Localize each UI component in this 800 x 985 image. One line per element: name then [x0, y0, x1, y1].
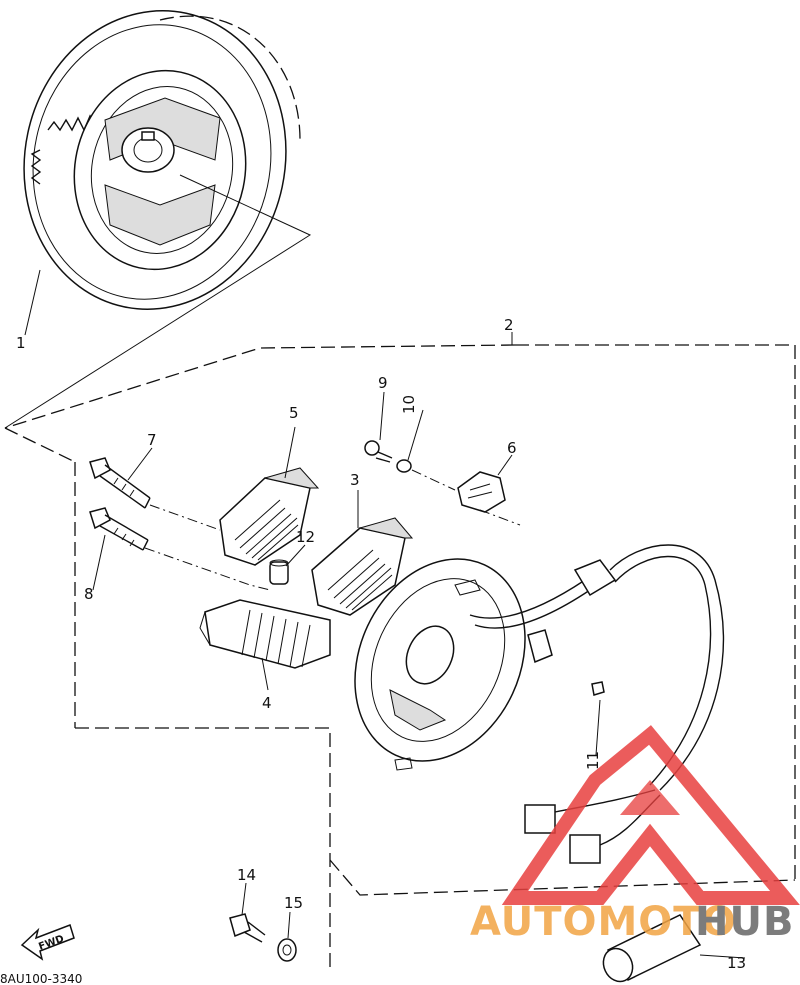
fwd-arrow: FWD: [20, 924, 75, 961]
part-label-14: 14: [237, 866, 256, 884]
bolt-washer-14-15-drawing: [229, 913, 297, 962]
part-label-2: 2: [504, 316, 514, 334]
stator-assembly-outline: [4, 332, 796, 970]
part-label-10: 10: [400, 395, 418, 414]
watermark-triangle-icon: [501, 725, 800, 905]
part-label-9: 9: [378, 374, 388, 392]
flywheel-rotor-drawing: [4, 10, 312, 429]
part-number-labels: 1 2 3 4 5 6 7 8 9 10 11 12 13 14 15: [16, 316, 746, 972]
watermark-text-automoto: AUTOMOTO: [470, 899, 737, 945]
coil-5-drawing: [219, 467, 320, 566]
part-label-1: 1: [16, 334, 26, 352]
watermark-logo: AUTOMOTO HUB: [470, 725, 800, 945]
stator-base-plate-drawing: [354, 544, 724, 864]
drawing-code: 8AU100-3340: [0, 972, 82, 985]
part-label-6: 6: [507, 439, 517, 457]
part-label-5: 5: [289, 404, 299, 422]
part-label-11: 11: [584, 751, 602, 770]
part-label-8: 8: [84, 585, 94, 603]
part-label-3: 3: [350, 471, 360, 489]
coil-3-drawing: [311, 517, 414, 616]
spacer-12-drawing: [269, 559, 289, 585]
part-label-7: 7: [147, 431, 157, 449]
part-label-13: 13: [727, 954, 746, 972]
bolts-7-8-drawing: [89, 457, 271, 591]
part-label-4: 4: [262, 694, 272, 712]
screw-washer-clamp-drawing: [364, 440, 521, 526]
part-label-12: 12: [296, 528, 315, 546]
watermark-text-hub: HUB: [695, 899, 794, 945]
sleeve-13-drawing: [602, 914, 746, 983]
part-label-15: 15: [284, 894, 303, 912]
leader-lines: [24, 269, 601, 939]
coil-4-drawing: [199, 599, 331, 669]
